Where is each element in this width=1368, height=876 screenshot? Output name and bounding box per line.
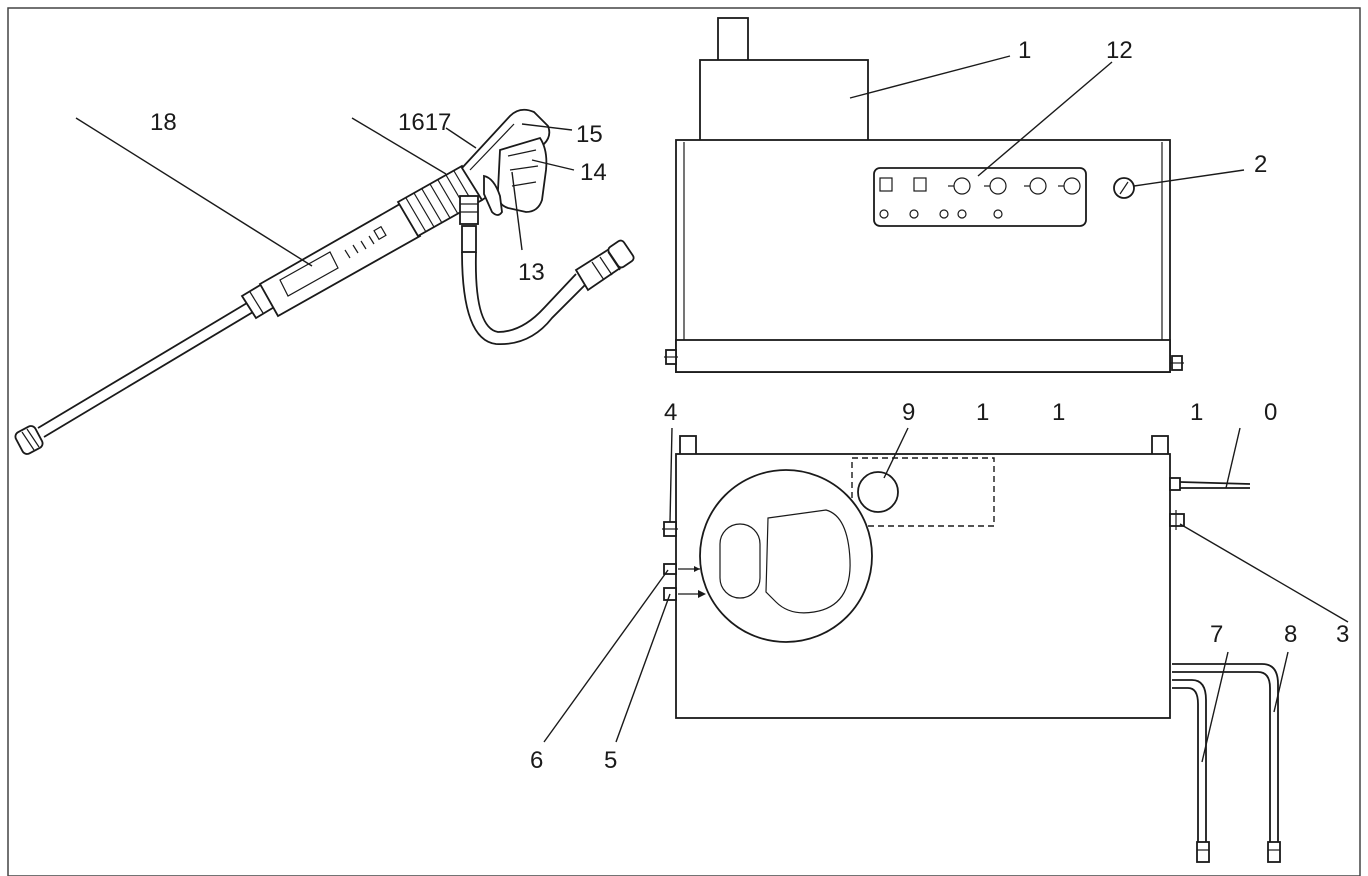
label-1: 1 — [1018, 37, 1031, 64]
label-2: 2 — [1254, 151, 1267, 178]
hose-connector — [459, 195, 479, 253]
indicator-light-5 — [993, 209, 1003, 219]
nozzle-tip — [14, 425, 44, 455]
gun-grip — [496, 136, 548, 213]
label-18: 18 — [150, 109, 177, 136]
label-14: 14 — [580, 159, 607, 186]
label-1617: 1617 — [398, 109, 451, 136]
pressure-gauge — [1113, 177, 1135, 199]
fitting-6 — [663, 563, 700, 575]
knob-4 — [1058, 177, 1081, 195]
label-11-a: 1 — [976, 399, 989, 426]
leader-18 — [75, 117, 313, 267]
leader-8 — [1273, 651, 1289, 713]
base-rail — [675, 339, 1171, 373]
trigger — [483, 174, 503, 216]
callout-labels: 18 1617 15 14 13 1 12 2 4 9 1 1 1 0 3 7 … — [150, 37, 1349, 774]
knob-1 — [948, 177, 971, 195]
heater-housing — [699, 59, 869, 143]
pipe-10 — [1169, 477, 1251, 491]
label-5: 5 — [604, 747, 617, 774]
label-7: 7 — [1210, 621, 1223, 648]
label-11-c: 1 — [1190, 399, 1203, 426]
label-15: 15 — [576, 121, 603, 148]
indicator-light-1 — [879, 209, 889, 219]
fitting-3 — [1169, 510, 1185, 530]
quick-coupling — [396, 164, 484, 238]
fitting-4 — [662, 521, 678, 537]
leader-3 — [1179, 523, 1349, 623]
chimney-pipe — [717, 17, 749, 63]
label-10: 0 — [1264, 399, 1277, 426]
leader-14 — [531, 159, 575, 171]
bolt-left — [664, 349, 678, 365]
leader-1 — [849, 55, 1011, 99]
label-8: 8 — [1284, 621, 1297, 648]
leader-7 — [1201, 651, 1229, 763]
switch-square-2 — [913, 177, 927, 192]
switch-square-1 — [879, 177, 893, 192]
lance-tube — [37, 299, 259, 438]
hose-7 — [1172, 679, 1210, 863]
foot-right — [1151, 435, 1169, 457]
dashed-zone — [851, 457, 995, 527]
label-4: 4 — [664, 399, 677, 426]
leader-12 — [977, 61, 1113, 177]
leader-13 — [511, 171, 523, 251]
knob-2 — [984, 177, 1007, 195]
spray-gun-assembly — [14, 108, 635, 455]
leader-9 — [883, 427, 909, 479]
diagram-frame — [7, 7, 1361, 876]
leader-2 — [1133, 169, 1245, 187]
leader-5 — [615, 593, 671, 743]
control-panel — [873, 167, 1087, 227]
label-6: 6 — [530, 747, 543, 774]
label-13: 13 — [518, 259, 545, 286]
lance-handle — [258, 202, 422, 318]
unit-rear-view — [662, 435, 1281, 863]
hose-8 — [1172, 663, 1281, 863]
gun-leader-lines — [75, 117, 575, 267]
unit-front-view — [664, 17, 1184, 373]
indicator-light-4 — [957, 209, 967, 219]
water-tank — [699, 469, 873, 643]
label-3: 3 — [1336, 621, 1349, 648]
label-9: 9 — [902, 399, 915, 426]
indicator-light-2 — [909, 209, 919, 219]
leader-16 — [351, 117, 447, 175]
indicator-light-3 — [939, 209, 949, 219]
leader-15 — [521, 123, 573, 131]
hose-end-coupling — [574, 239, 635, 292]
outlet-circle-9 — [857, 471, 899, 513]
leader-10 — [1225, 427, 1241, 489]
label-11-b: 1 — [1052, 399, 1065, 426]
leader-6 — [543, 569, 669, 743]
bolt-right — [1170, 355, 1184, 371]
knob-3 — [1024, 177, 1047, 195]
foot-left — [679, 435, 697, 457]
unit-rear-leader-lines — [543, 427, 1349, 763]
unit-front-leader-lines — [849, 55, 1245, 187]
hose — [461, 251, 587, 345]
leader-4 — [669, 427, 673, 523]
label-12: 12 — [1106, 37, 1133, 64]
leader-17 — [445, 127, 477, 149]
